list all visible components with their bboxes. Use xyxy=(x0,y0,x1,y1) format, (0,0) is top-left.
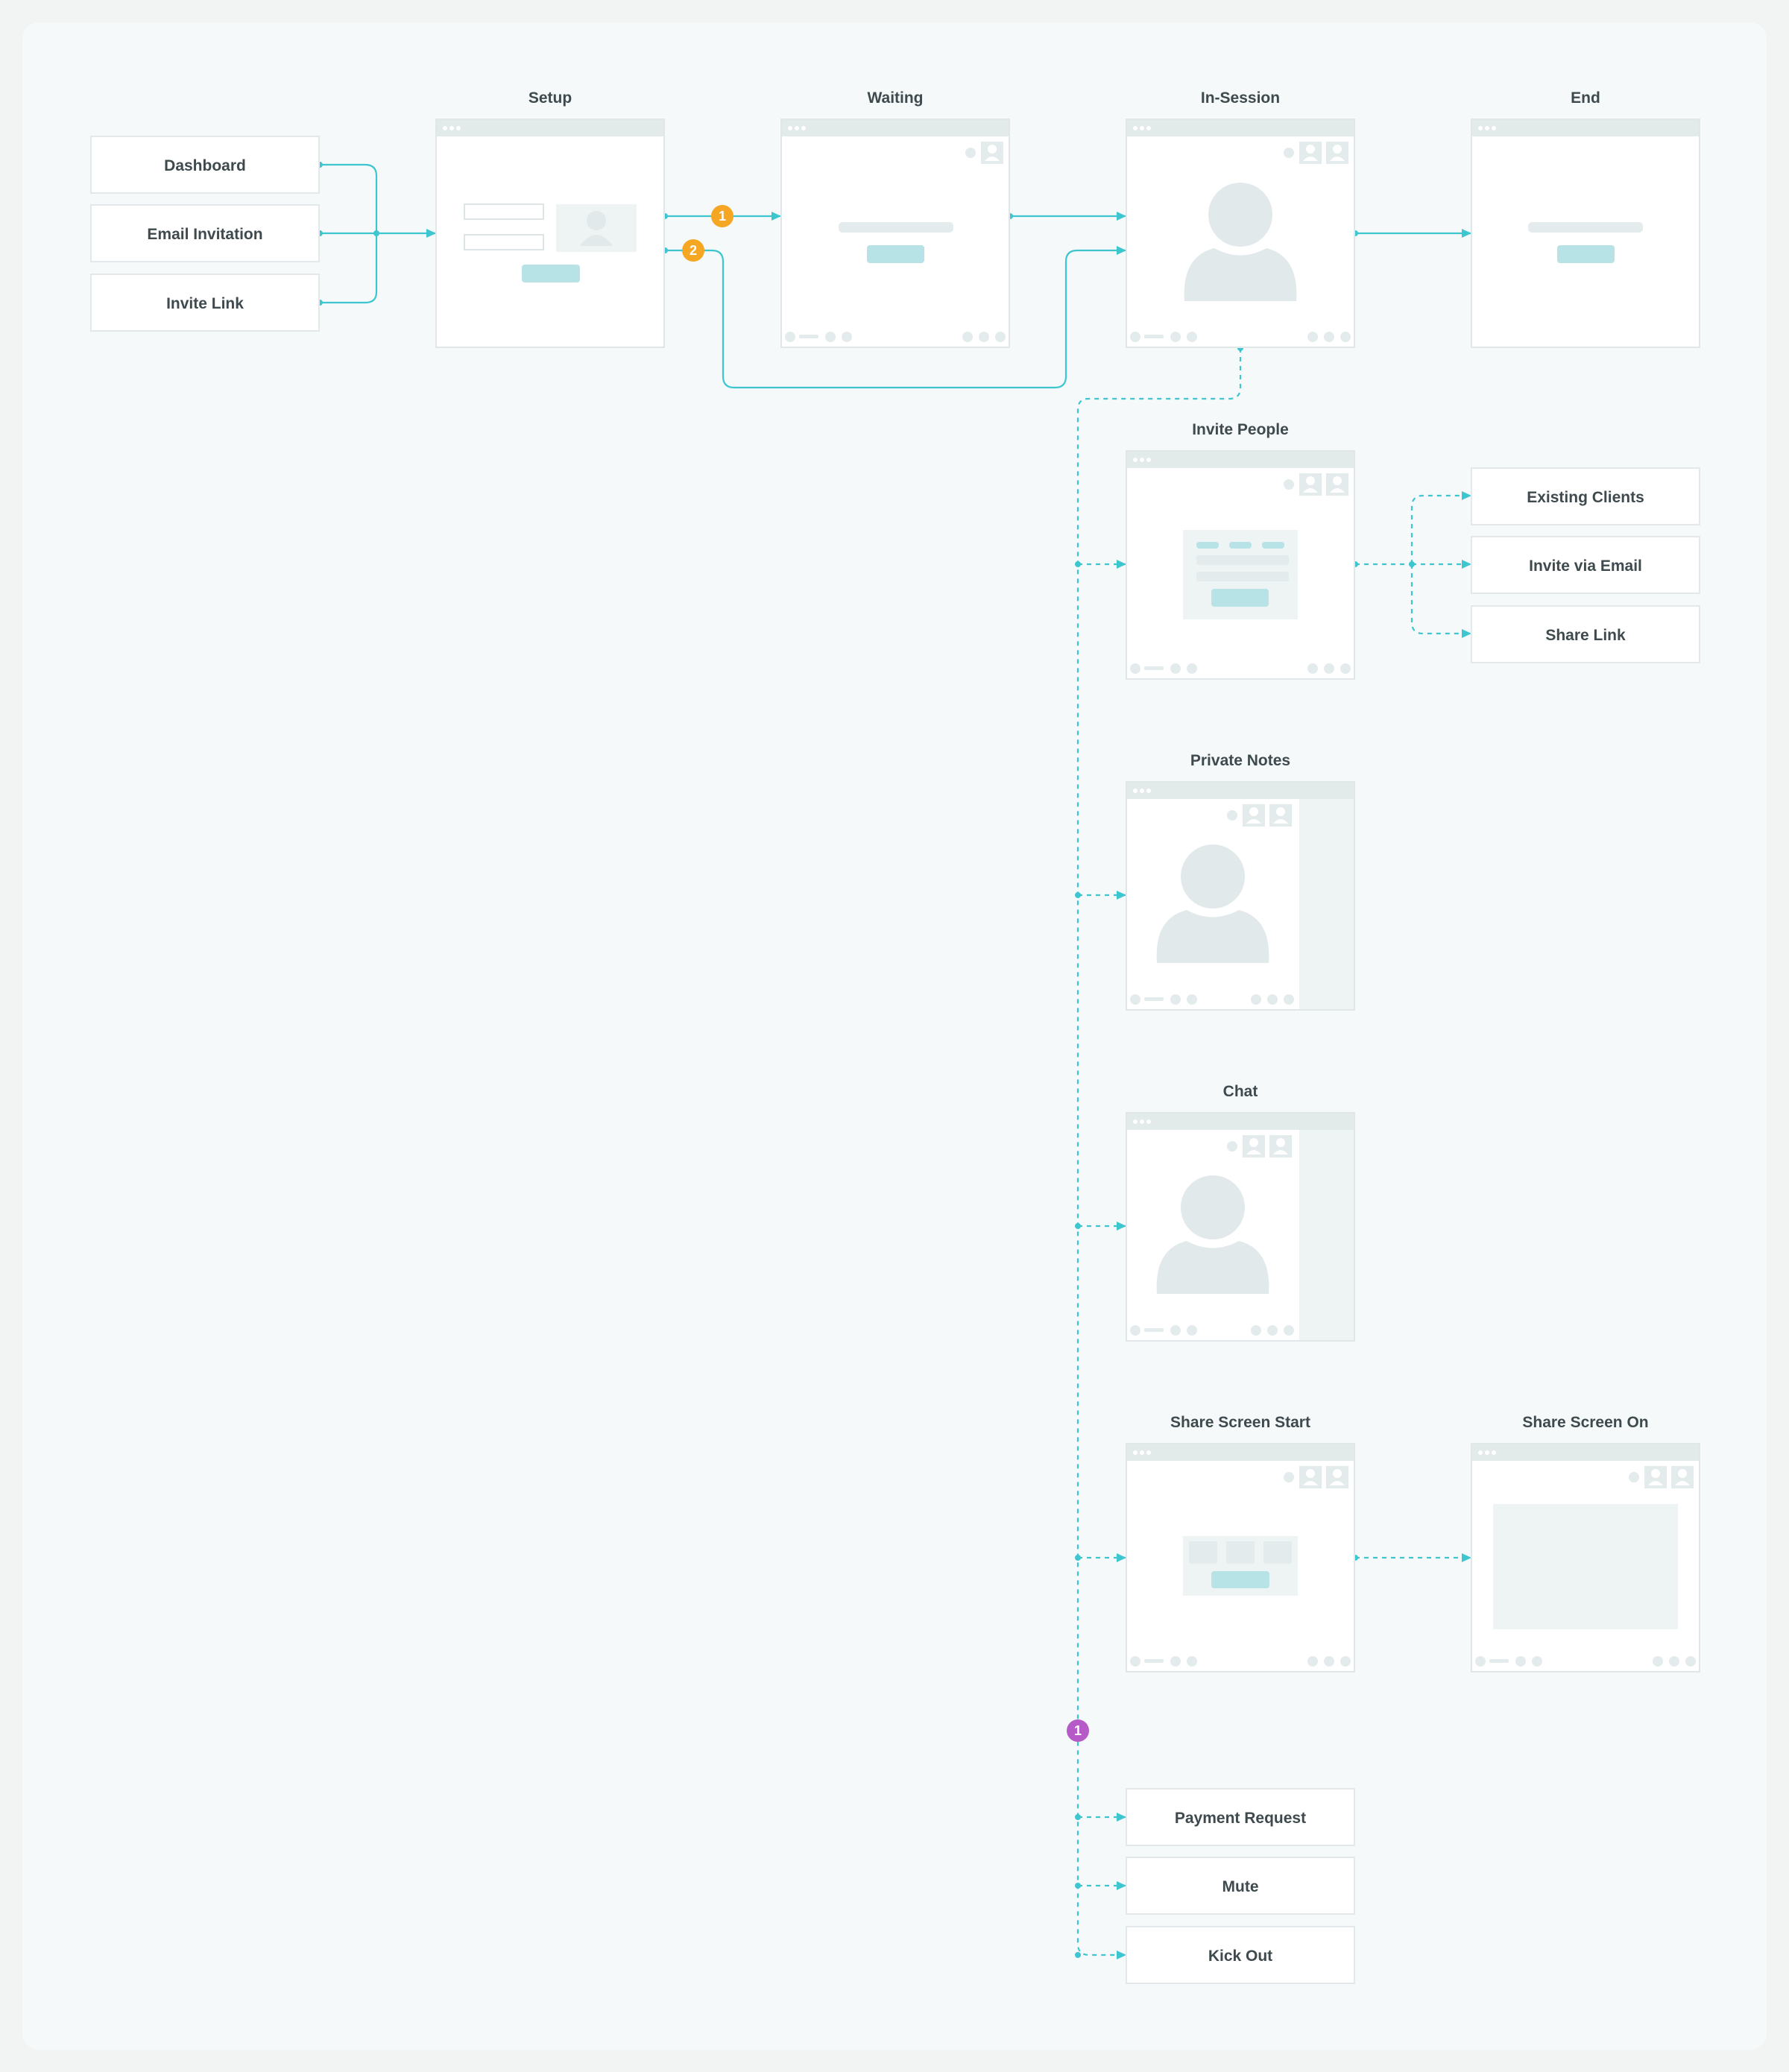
screen-title-end: End xyxy=(1571,89,1600,107)
participant-avatar xyxy=(1208,183,1272,247)
action-mute-label: Mute xyxy=(1222,1878,1259,1895)
svg-text:1: 1 xyxy=(1074,1723,1082,1738)
screen-title-share-screen-start: Share Screen Start xyxy=(1170,1414,1310,1431)
screen-invite-people[interactable] xyxy=(1126,450,1355,680)
end-button xyxy=(1557,245,1615,263)
invite-share-link-label: Share Link xyxy=(1545,627,1626,644)
screen-title-invite-people: Invite People xyxy=(1192,421,1289,438)
shared-screen-area xyxy=(1493,1504,1678,1629)
screen-end[interactable] xyxy=(1471,119,1700,348)
action-kick-out-label: Kick Out xyxy=(1208,1948,1272,1965)
waiting-message-bar xyxy=(839,222,953,233)
screen-title-share-screen-on: Share Screen On xyxy=(1522,1414,1648,1431)
screen-chat[interactable] xyxy=(1126,1112,1355,1342)
entry-dashboard-label: Dashboard xyxy=(164,157,246,174)
entry-email-invitation[interactable]: Email Invitation xyxy=(90,204,320,262)
notes-sidebar xyxy=(1299,799,1354,1009)
screen-title-in-session: In-Session xyxy=(1201,89,1280,107)
screen-private-notes[interactable] xyxy=(1126,781,1355,1011)
screen-title-chat: Chat xyxy=(1223,1083,1258,1100)
svg-text:2: 2 xyxy=(690,243,697,258)
badge-path-2: 2 xyxy=(682,239,704,262)
waiting-button xyxy=(867,245,924,263)
badge-actions-marker: 1 xyxy=(1067,1719,1089,1742)
invite-existing-clients-label: Existing Clients xyxy=(1527,489,1644,506)
svg-text:1: 1 xyxy=(719,209,726,224)
entry-invite-link-label: Invite Link xyxy=(166,295,244,312)
setup-input-2 xyxy=(464,234,544,250)
action-kick-out[interactable]: Kick Out xyxy=(1126,1926,1355,1984)
screen-waiting[interactable] xyxy=(780,119,1010,348)
action-mute[interactable]: Mute xyxy=(1126,1857,1355,1915)
entry-invite-link[interactable]: Invite Link xyxy=(90,274,320,332)
entry-email-invitation-label: Email Invitation xyxy=(147,226,262,243)
invite-existing-clients[interactable]: Existing Clients xyxy=(1471,467,1700,525)
screen-share-screen-start[interactable] xyxy=(1126,1443,1355,1673)
participant-avatar xyxy=(1181,1175,1245,1239)
entry-dashboard[interactable]: Dashboard xyxy=(90,136,320,194)
invite-via-email[interactable]: Invite via Email xyxy=(1471,536,1700,594)
screen-share-screen-on[interactable] xyxy=(1471,1443,1700,1673)
setup-input-1 xyxy=(464,203,544,220)
screen-title-waiting: Waiting xyxy=(867,89,923,107)
badge-path-1: 1 xyxy=(711,205,733,227)
invite-via-email-label: Invite via Email xyxy=(1529,558,1642,575)
action-payment-request[interactable]: Payment Request xyxy=(1126,1788,1355,1846)
chat-sidebar xyxy=(1299,1130,1354,1340)
end-message-bar xyxy=(1528,222,1643,233)
connectors xyxy=(317,162,1471,1959)
invite-share-link[interactable]: Share Link xyxy=(1471,605,1700,663)
participant-avatar xyxy=(1181,844,1245,909)
setup-join-button xyxy=(522,265,580,282)
screen-title-private-notes: Private Notes xyxy=(1190,752,1290,769)
screen-title-setup: Setup xyxy=(529,89,572,107)
screen-in-session[interactable] xyxy=(1126,119,1355,348)
screen-setup[interactable] xyxy=(435,119,665,348)
action-payment-request-label: Payment Request xyxy=(1175,1810,1306,1827)
